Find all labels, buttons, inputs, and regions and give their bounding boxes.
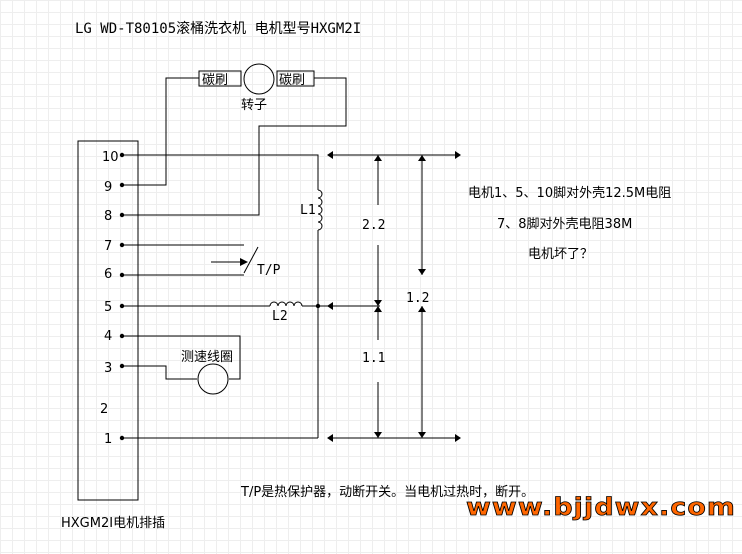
wire-pin4 bbox=[122, 335, 241, 380]
arrow-bottom-right bbox=[455, 434, 461, 442]
wiring bbox=[122, 63, 455, 439]
footnote-text: T/P是热保护器，动断开关。当电机过热时，断开。 bbox=[240, 485, 534, 500]
wire-pin3 bbox=[122, 365, 197, 380]
arrow-total-up bbox=[418, 155, 426, 161]
arrow-top-right bbox=[455, 151, 461, 159]
connector-block bbox=[77, 140, 139, 501]
measure-total-label: 1.2 bbox=[406, 291, 429, 306]
arrow-total-mid-down bbox=[418, 269, 426, 275]
coil-l1-label: L1 bbox=[300, 203, 316, 218]
pin-label-2: 2 bbox=[100, 402, 108, 417]
tacho-coil-label: 测速线圈 bbox=[181, 350, 233, 365]
connector-label: HXGM2I电机排插 bbox=[61, 516, 165, 531]
note-line-3: 电机坏了？ bbox=[528, 247, 593, 262]
pin-label-9: 9 bbox=[104, 180, 112, 195]
arrow-lower-up bbox=[374, 306, 382, 312]
carbon-brush-left bbox=[198, 70, 242, 87]
carbon-brush-left-label: 碳刷 bbox=[202, 73, 228, 88]
arrow-total-down bbox=[418, 432, 426, 438]
thermal-protector-label: T/P bbox=[257, 263, 281, 278]
watermark-text: www.bjjdwx.com bbox=[466, 493, 736, 521]
measure-upper-label: 2.2 bbox=[362, 218, 385, 233]
thermal-arrow-head bbox=[240, 258, 248, 266]
arrow-bottom-left bbox=[327, 434, 333, 442]
coil-l1 bbox=[317, 189, 323, 231]
measure-lower-label: 1.1 bbox=[362, 351, 385, 366]
carbon-brush-right bbox=[276, 70, 315, 87]
pin-label-1: 1 bbox=[104, 432, 112, 447]
pin-label-8: 8 bbox=[104, 209, 112, 224]
pin-label-7: 7 bbox=[104, 239, 112, 254]
rotor-label: 转子 bbox=[241, 98, 267, 113]
coil-l2-label: L2 bbox=[272, 309, 288, 324]
rotor-circle bbox=[243, 63, 275, 95]
carbon-brush-right-label: 碳刷 bbox=[279, 73, 305, 88]
pin-label-6: 6 bbox=[104, 267, 112, 282]
arrowheads bbox=[240, 151, 461, 442]
coil-l2 bbox=[269, 301, 303, 307]
note-line-1: 电机1、5、10脚对外壳12.5M电阻 bbox=[468, 185, 671, 201]
arrow-upper-up bbox=[374, 155, 382, 161]
arrow-lower-down bbox=[374, 432, 382, 438]
arrow-upper-down bbox=[374, 300, 382, 306]
wire-pin9 bbox=[122, 77, 199, 186]
pin-label-3: 3 bbox=[104, 361, 112, 376]
pin-label-4: 4 bbox=[104, 329, 112, 344]
pin-label-10: 10 bbox=[102, 150, 119, 165]
wire-pin10 bbox=[122, 154, 319, 190]
wire-pin8 bbox=[122, 77, 347, 216]
arrow-top-left bbox=[327, 151, 333, 159]
arrow-mid-left bbox=[327, 302, 333, 310]
note-line-2: 7、8脚对外壳电阻38M bbox=[497, 216, 632, 232]
arrow-total-mid-up bbox=[418, 306, 426, 312]
junction-dot bbox=[315, 303, 321, 309]
pin-dots bbox=[119, 152, 125, 441]
thermal-switch-blade bbox=[243, 246, 259, 274]
tacho-coil-circle bbox=[197, 363, 229, 395]
pin-label-5: 5 bbox=[104, 300, 112, 315]
diagram-title: LG WD-T80105滚桶洗衣机 电机型号HXGM2I bbox=[75, 20, 361, 37]
